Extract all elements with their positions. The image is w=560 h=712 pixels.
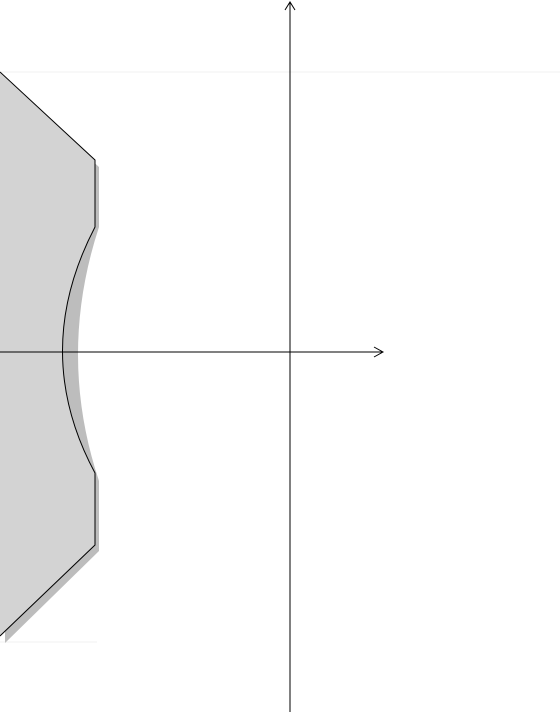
shaded-region: [0, 72, 95, 636]
y-axis-arrowhead: [284, 1, 296, 11]
x-axis-arrowhead: [373, 346, 385, 358]
region-boundary: [0, 71, 96, 637]
